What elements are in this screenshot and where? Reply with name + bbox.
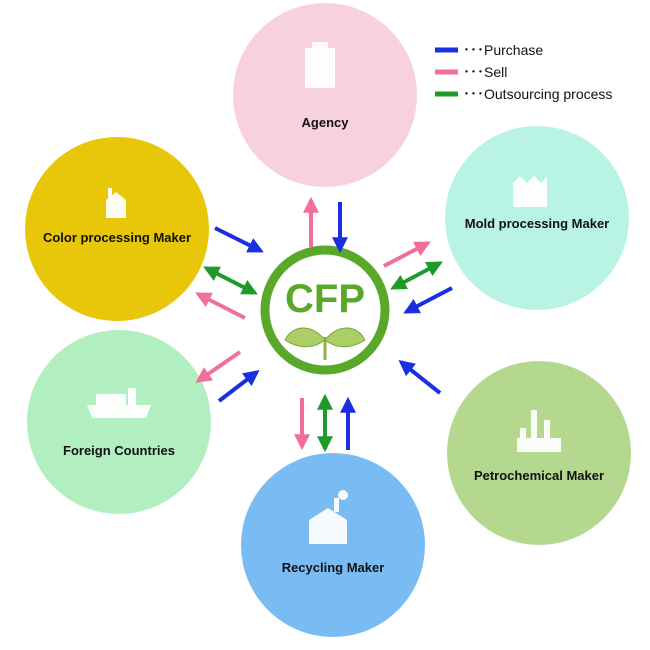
sprout-icon xyxy=(284,327,366,360)
foreign-countries-circle xyxy=(27,330,211,514)
recycling-circle xyxy=(241,453,425,637)
recycling-plant-icon xyxy=(309,490,348,544)
purchase-arrow-color-to-cfp xyxy=(214,226,264,253)
cfp-center: CFP xyxy=(260,245,390,375)
arrows-agency xyxy=(303,196,348,254)
arrows-mold-processing xyxy=(383,241,453,314)
legend-item-outsourcing: ･･･Outsourcing process xyxy=(435,86,612,102)
sell-arrow-cfp-to-foreign xyxy=(195,350,242,383)
color-processing-circle xyxy=(25,137,209,321)
legend-label-sell: ･･･Sell xyxy=(463,64,507,80)
arrows-petrochemical xyxy=(398,360,442,395)
node-petrochemical-maker: Petrochemical Maker xyxy=(447,361,631,545)
node-agency: Agency xyxy=(233,3,417,187)
refinery-icon xyxy=(517,410,561,452)
recycling-label: Recycling Maker xyxy=(282,560,385,575)
cargo-ship-icon xyxy=(87,388,151,418)
sell-arrow-cfp-to-color xyxy=(195,292,246,320)
mold-processing-circle xyxy=(445,126,629,310)
sell-arrow-cfp-to-mold xyxy=(383,241,431,268)
arrows-color-processing xyxy=(195,226,264,320)
legend: ･･･Purchase ･･･Sell ･･･Outsourcing proce… xyxy=(435,42,612,102)
workshop-icon xyxy=(106,188,126,218)
outsourcing-arrow-cfp-color xyxy=(203,266,258,295)
legend-item-purchase: ･･･Purchase xyxy=(435,42,543,58)
office-building-icon xyxy=(305,42,335,88)
purchase-arrow-mold-to-cfp xyxy=(403,286,453,314)
petrochemical-circle xyxy=(447,361,631,545)
legend-item-sell: ･･･Sell xyxy=(435,64,507,80)
purchase-arrow-petro-to-cfp xyxy=(398,360,442,395)
agency-circle xyxy=(233,3,417,187)
foreign-countries-label: Foreign Countries xyxy=(63,443,175,458)
node-foreign-countries: Foreign Countries xyxy=(27,330,211,514)
color-processing-label: Color processing Maker xyxy=(43,230,191,245)
purchase-arrow-foreign-to-cfp xyxy=(217,370,260,403)
outsourcing-arrow-cfp-mold xyxy=(390,261,443,290)
mold-processing-label: Mold processing Maker xyxy=(465,216,609,231)
legend-label-outsourcing: ･･･Outsourcing process xyxy=(463,86,612,102)
agency-label: Agency xyxy=(302,115,350,130)
cfp-label: CFP xyxy=(285,277,365,321)
node-recycling-maker: Recycling Maker xyxy=(241,453,425,637)
node-mold-processing-maker: Mold processing Maker xyxy=(445,126,629,310)
arrows-foreign-countries xyxy=(195,350,260,403)
arrows-recycling xyxy=(294,393,356,453)
node-color-processing-maker: Color processing Maker xyxy=(25,137,209,321)
factory-icon xyxy=(513,176,547,207)
petrochemical-label: Petrochemical Maker xyxy=(474,468,604,483)
legend-label-purchase: ･･･Purchase xyxy=(463,42,543,58)
